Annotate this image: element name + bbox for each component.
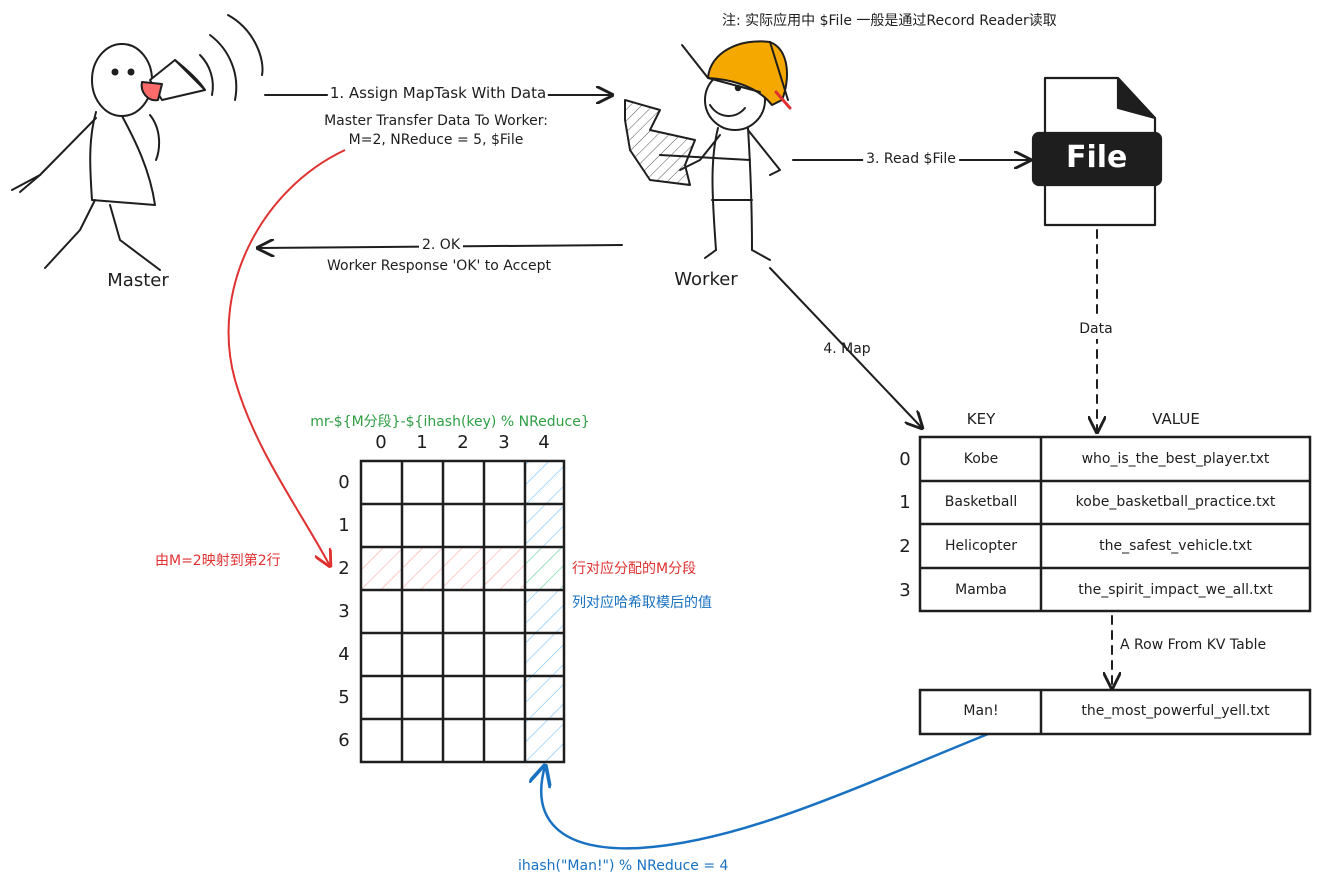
grid-col-label: 2 bbox=[457, 432, 469, 453]
arrow-m-to-row bbox=[227, 149, 346, 566]
kv-table bbox=[918, 435, 1312, 613]
master-label: Master bbox=[107, 270, 169, 291]
transfer-line2: M=2, NReduce = 5, $File bbox=[348, 132, 524, 148]
read-label: 3. Read $File bbox=[863, 151, 959, 167]
file-icon-label: File bbox=[1066, 140, 1128, 175]
file-icon bbox=[1031, 76, 1163, 227]
grid-row-label: 3 bbox=[338, 601, 350, 622]
kv-row-value: who_is_the_best_player.txt bbox=[1081, 451, 1270, 467]
assign-label: 1. Assign MapTask With Data bbox=[327, 84, 549, 102]
kv-row-value: the_spirit_impact_we_all.txt bbox=[1078, 582, 1273, 598]
kv-key-header: KEY bbox=[966, 410, 996, 428]
data-label: Data bbox=[1076, 319, 1116, 339]
grid-col-label: 4 bbox=[538, 432, 550, 453]
kv-row-index: 1 bbox=[899, 492, 911, 513]
grid-row-label: 6 bbox=[338, 730, 350, 751]
single-row-value: the_most_powerful_yell.txt bbox=[1081, 703, 1270, 719]
map-label: 4. Map bbox=[823, 341, 871, 357]
kv-row-value: the_safest_vehicle.txt bbox=[1099, 538, 1252, 554]
kv-value-header: VALUE bbox=[1152, 410, 1200, 428]
master-figure bbox=[11, 14, 264, 271]
hash-result-annotation: ihash("Man!") % NReduce = 4 bbox=[518, 858, 729, 874]
grid-row-label: 2 bbox=[338, 558, 350, 579]
single-row-key: Man! bbox=[963, 703, 999, 719]
grid-row-label: 4 bbox=[338, 644, 350, 665]
grid-col-label: 0 bbox=[375, 432, 387, 453]
kv-row-key: Helicopter bbox=[945, 538, 1017, 554]
kv-row-index: 0 bbox=[899, 449, 911, 470]
kv-row-key: Basketball bbox=[944, 494, 1018, 510]
response-label: Worker Response 'OK' to Accept bbox=[326, 258, 552, 274]
grid-formula: mr-${M分段}-${ihash(key) % NReduce} bbox=[310, 414, 590, 430]
single-row-table bbox=[918, 688, 1312, 736]
kv-row-key: Mamba bbox=[955, 582, 1007, 598]
ok-label: 2. OK bbox=[418, 237, 464, 253]
transfer-line1: Master Transfer Data To Worker: bbox=[324, 113, 548, 129]
kv-row-value: kobe_basketball_practice.txt bbox=[1075, 494, 1276, 510]
arrow-map bbox=[769, 267, 922, 428]
worker-label: Worker bbox=[674, 269, 738, 290]
arrow-hash-to-col bbox=[541, 732, 989, 850]
kv-row-index: 3 bbox=[899, 580, 911, 601]
kv-row-index: 2 bbox=[899, 536, 911, 557]
row-from-kv-label: A Row From KV Table bbox=[1120, 637, 1267, 653]
grid-row-label: 0 bbox=[338, 472, 350, 493]
grid-col-label: 3 bbox=[498, 432, 510, 453]
col-meaning-annotation: 列对应哈希取模后的值 bbox=[572, 595, 712, 611]
m-maps-row-annotation: 由M=2映射到第2行 bbox=[155, 553, 281, 569]
kv-row-key: Kobe bbox=[963, 451, 999, 467]
grid-col-label: 1 bbox=[416, 432, 428, 453]
row-meaning-annotation: 行对应分配的M分段 bbox=[572, 561, 697, 577]
note-text: 注: 实际应用中 $File 一般是通过Record Reader读取 bbox=[722, 13, 1057, 29]
partition-grid bbox=[359, 459, 566, 764]
worker-figure bbox=[624, 40, 792, 261]
grid-row-label: 1 bbox=[338, 515, 350, 536]
grid-row-label: 5 bbox=[338, 687, 350, 708]
